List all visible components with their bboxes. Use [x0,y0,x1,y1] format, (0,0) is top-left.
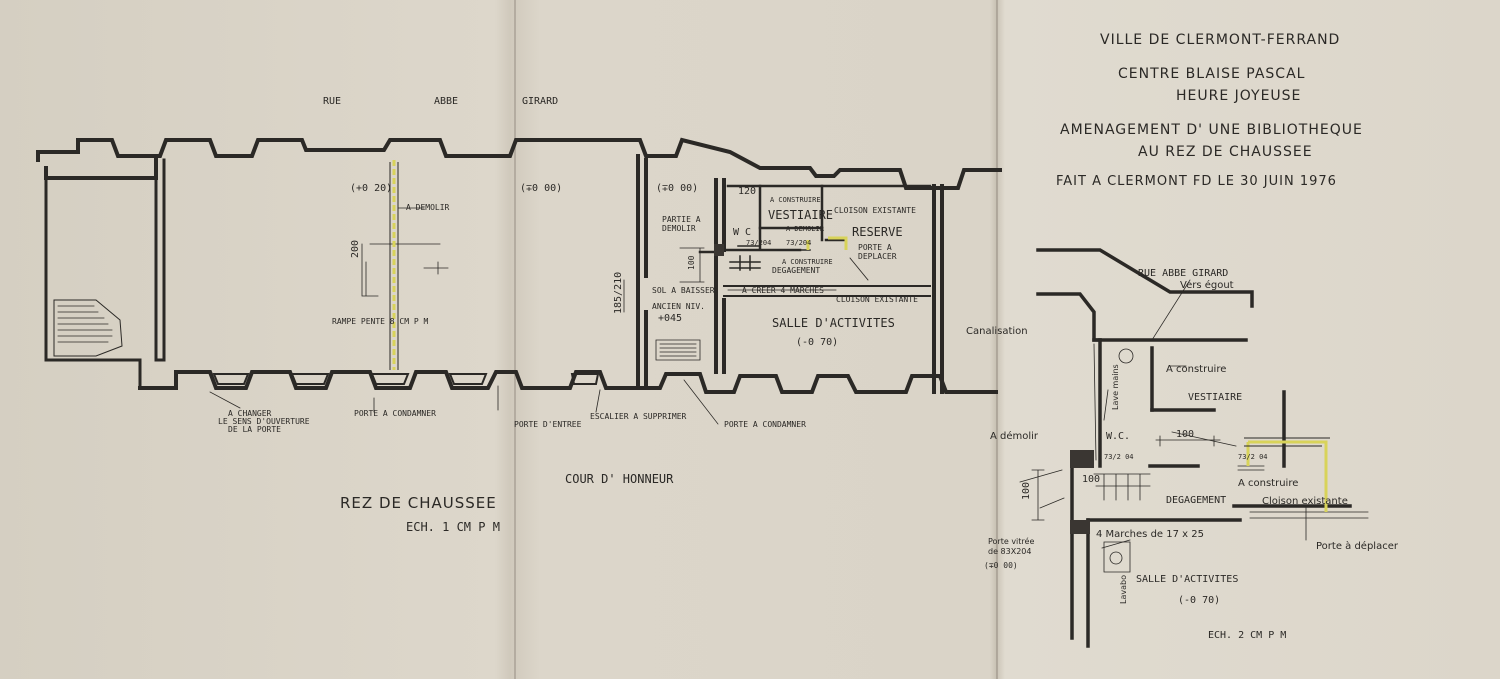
detail-walls [1036,248,1352,648]
cloakroom-walls [698,184,932,276]
sewer-note: Vers égout [1180,280,1234,291]
plan-title: REZ DE CHAUSSEE [340,494,497,512]
door-size: 73/204 [746,239,772,247]
door-size: 73/2 04 [1238,453,1268,461]
partition-note: CLOISON EXISTANTE [834,206,916,215]
partial-demolish-note: PARTIE A [662,215,701,224]
old-level-label: ANCIEN NIV. [652,302,705,311]
partial-demolish-note: DEMOLIR [662,224,696,233]
street-label: RUE ABBE GIRARD [1138,268,1229,279]
dimension-label: 100 [687,255,696,270]
project-title-line-1: AMENAGEMENT D' UNE BIBLIOTHEQUE [1060,122,1363,138]
centre-subtitle: HEURE JOYEUSE [1176,88,1302,104]
corridor-label: DEGAGEMENT [772,266,821,275]
room-label-salle: SALLE D'ACTIVITES [1136,574,1239,585]
stair-tower [44,158,166,390]
partition-note: Cloison existante [1262,496,1348,507]
street-label: RUE [323,96,342,107]
door-size: 73/204 [786,239,812,247]
demolish-note: A DEMOLIR [406,203,450,212]
pipe-note: Canalisation [966,326,1028,337]
glass-door-note: Porte vitrée [988,537,1035,546]
corridor-label: DEGAGEMENT [1166,495,1227,506]
construct-note: A CONSTRUIRE [782,258,833,266]
entrance-door-note: PORTE D'ENTREE [514,420,582,429]
door-note: A CHANGER [228,409,272,418]
room-label-vestiaire: VESTIAIRE [768,208,834,222]
north-facade-wall [36,137,1002,190]
door-note: DE LA PORTE [228,425,281,434]
construct-note: A construire [1238,478,1299,489]
dimension-label: 100 [1021,481,1032,500]
centre-title: CENTRE BLAISE PASCAL [1118,66,1306,82]
level-label: (∓0 00) [520,183,563,194]
room-level: (-0 70) [1178,595,1221,606]
room-label-salle: SALLE D'ACTIVITES [772,316,895,330]
demolish-note: A démolir [990,431,1039,442]
floor-note: SOL A BAISSER [652,286,715,295]
project-title-line-2: AU REZ DE CHAUSSEE [1138,144,1313,160]
paper-fold [996,0,998,679]
stair-remove-note: ESCALIER A SUPPRIMER [590,412,687,421]
room-label-vestiaire: VESTIAIRE [1188,392,1243,403]
opening-dimension: 185/210 [613,271,624,314]
plan-scale: ECH. 1 CM P M [406,520,500,534]
demolish-note: A DEMOLIR [786,225,824,233]
room-label-wc: W.C. [1106,431,1131,442]
street-label: ABBE [434,96,459,107]
door-markers [729,245,811,271]
dimension-label: 100 [1082,474,1101,485]
dimension-label: 200 [350,239,361,258]
glass-door-level: (∓0 00) [984,561,1018,570]
washbasin-label: Lavabo [1119,575,1128,604]
door-condemn-note: PORTE A CONDAMNER [724,420,806,429]
detail-scale: ECH. 2 CM P M [1208,630,1287,641]
ramp-note: RAMPE PENTE 8 CM P M [332,317,429,326]
new-construction-highlights [392,160,1328,512]
level-label: (∓0 00) [656,183,699,194]
old-level-value: +045 [658,313,683,324]
detail-dim-lines [1019,279,1369,573]
sink-label: Lave mains [1111,364,1120,410]
dimension-lines [209,207,869,425]
door-size: 73/2 04 [1104,453,1134,461]
hatched-walls [714,244,1094,534]
street-label: GIRARD [522,96,559,107]
level-label: (+0 20) [350,183,393,194]
door-condemn-note: PORTE A CONDAMNER [354,409,436,418]
move-door-note: PORTE A [858,243,892,252]
partition-note: CLOISON EXISTANTE [836,295,918,304]
paper-fold [514,0,516,679]
door-note: LE SENS D'OUVERTURE [218,417,310,426]
room-label-reserve: RESERVE [852,225,903,239]
move-door-note: Porte à déplacer [1316,541,1398,552]
date-line: FAIT A CLERMONT FD LE 30 JUIN 1976 [1056,174,1337,189]
room-level: (-0 70) [796,337,839,348]
construct-note: A CONSTRUIRE [770,196,821,204]
interior-walls [636,154,944,394]
steps-note: A CREER 4 MARCHES [742,286,824,295]
city-title: VILLE DE CLERMONT-FERRAND [1100,32,1341,48]
dimension-label: 120 [738,186,757,197]
highlight-outlines [389,162,1330,447]
move-door-note: DEPLACER [858,252,897,261]
dimension-label: 100 [1176,429,1195,440]
steps-note: 4 Marches de 17 x 25 [1096,529,1204,540]
courtyard-label: COUR D' HONNEUR [565,472,674,486]
room-label-wc: W C [733,227,752,238]
construct-note: A construire [1166,364,1227,375]
south-facade-wall [138,370,998,394]
south-windows [212,373,600,385]
glass-door-note: de 83X204 [988,547,1032,556]
